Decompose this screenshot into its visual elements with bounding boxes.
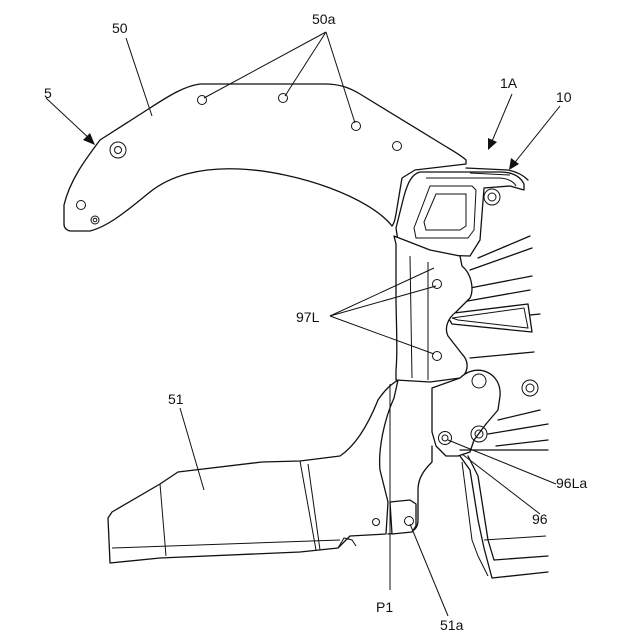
label-96: 96 <box>532 511 548 527</box>
label-50a: 50a <box>312 11 336 27</box>
label-1a: 1A <box>500 75 518 91</box>
label-97l: 97L <box>296 309 320 325</box>
label-5: 5 <box>44 85 52 101</box>
frame-structure <box>388 168 548 578</box>
label-51: 51 <box>168 391 184 407</box>
label-10: 10 <box>556 89 572 105</box>
label-50: 50 <box>112 20 128 36</box>
label-51a: 51a <box>440 617 464 633</box>
label-p1: P1 <box>376 599 393 615</box>
lower-bracket-51 <box>108 380 398 563</box>
label-96la: 96La <box>556 475 587 491</box>
